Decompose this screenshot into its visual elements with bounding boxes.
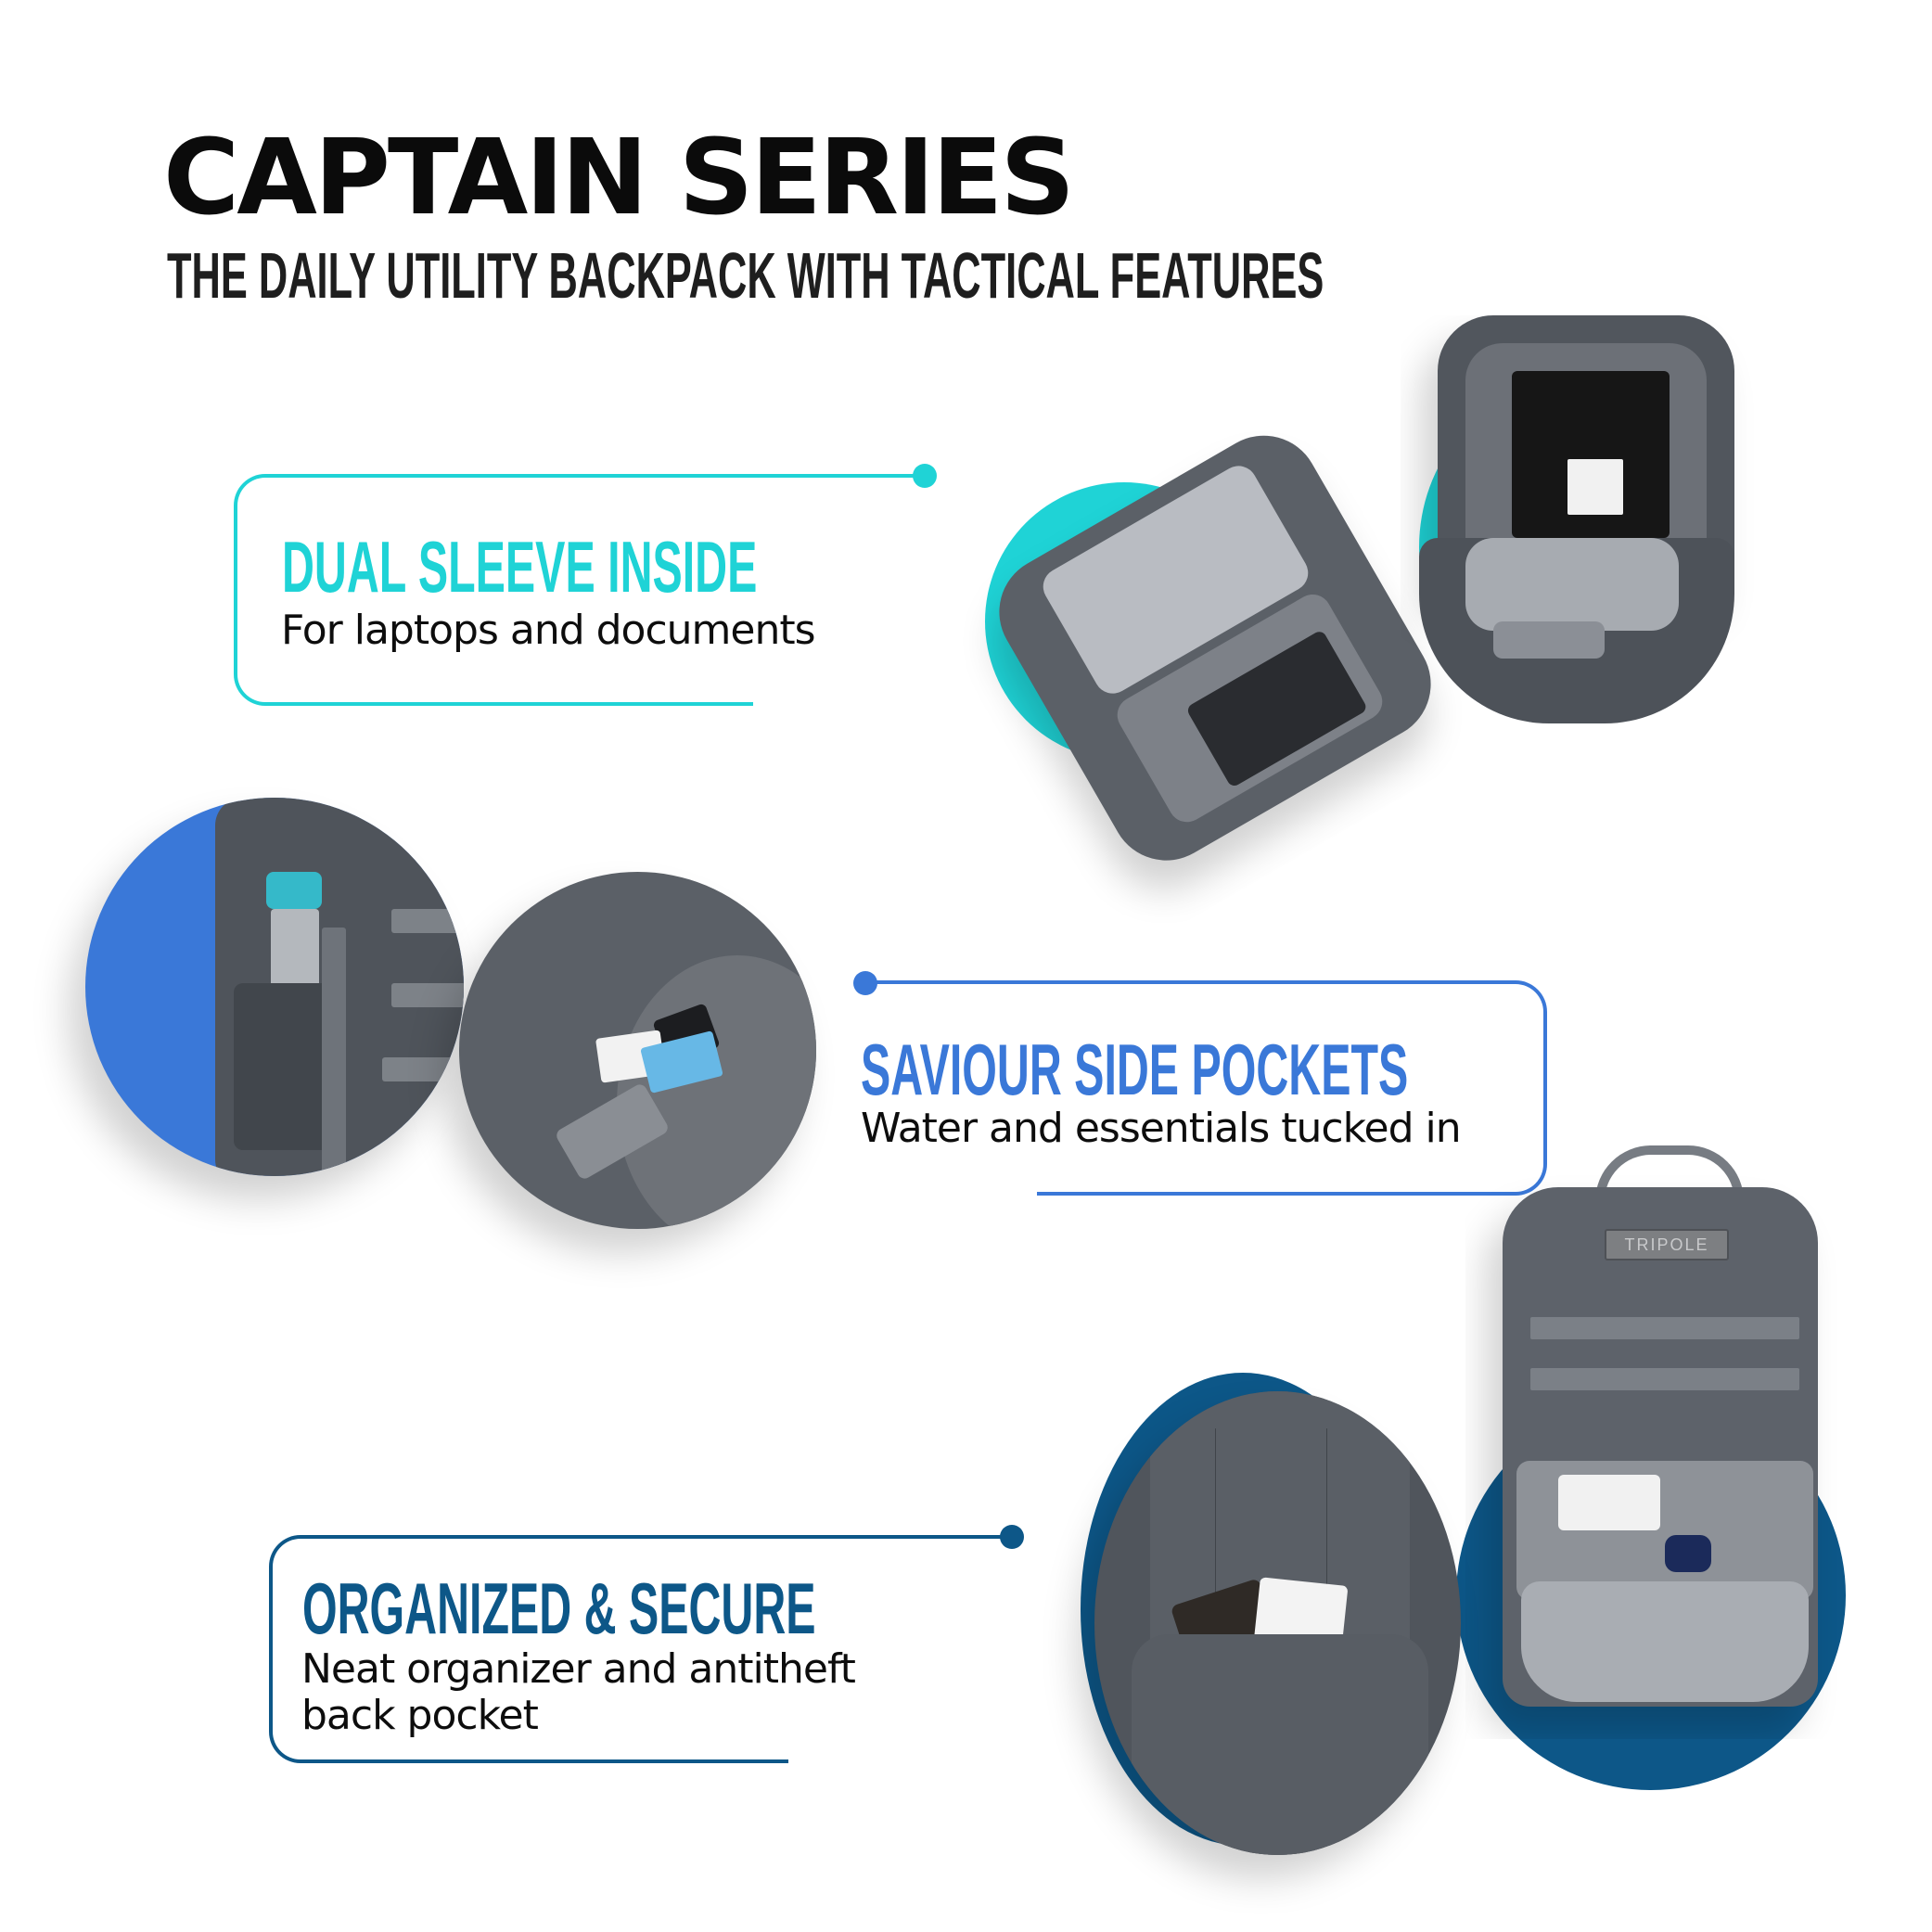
feature-description: For laptops and documents bbox=[281, 607, 816, 654]
callout-frame bbox=[1243, 980, 1547, 1196]
callout-top-line bbox=[742, 474, 918, 478]
callout-top-line bbox=[863, 980, 1252, 984]
feature-description: Water and essentials tucked in bbox=[861, 1105, 1462, 1152]
feature-heading: SAVIOUR SIDE POCKETS bbox=[861, 1029, 1409, 1110]
brand-patch: TRIPOLE bbox=[1605, 1229, 1729, 1260]
callout-frame bbox=[234, 474, 753, 706]
feature-heading: ORGANIZED & SECURE bbox=[302, 1567, 816, 1649]
callout-frame bbox=[269, 1535, 788, 1763]
callout-dot bbox=[1000, 1525, 1024, 1549]
page-title: CAPTAIN SERIES bbox=[163, 118, 1075, 238]
open-backpack-laptop-sleeve-image bbox=[1401, 315, 1790, 751]
callout-top-line bbox=[779, 1535, 1011, 1539]
front-organizer-open-image: TRIPOLE bbox=[1465, 1145, 1855, 1739]
side-pocket-water-bottle-image bbox=[85, 798, 464, 1176]
page-subtitle: THE DAILY UTILITY BACKPACK WITH TACTICAL… bbox=[167, 239, 1324, 312]
callout-bottom-line bbox=[1037, 1192, 1250, 1196]
side-pocket-cards-phone-image bbox=[459, 872, 816, 1229]
feature-description-line-1: Neat organizer and antitheft bbox=[301, 1645, 856, 1693]
feature-heading: DUAL SLEEVE INSIDE bbox=[282, 526, 758, 608]
callout-dot bbox=[913, 464, 937, 488]
feature-description-line-2: back pocket bbox=[301, 1692, 539, 1739]
antitheft-back-pocket-image bbox=[1094, 1391, 1461, 1855]
